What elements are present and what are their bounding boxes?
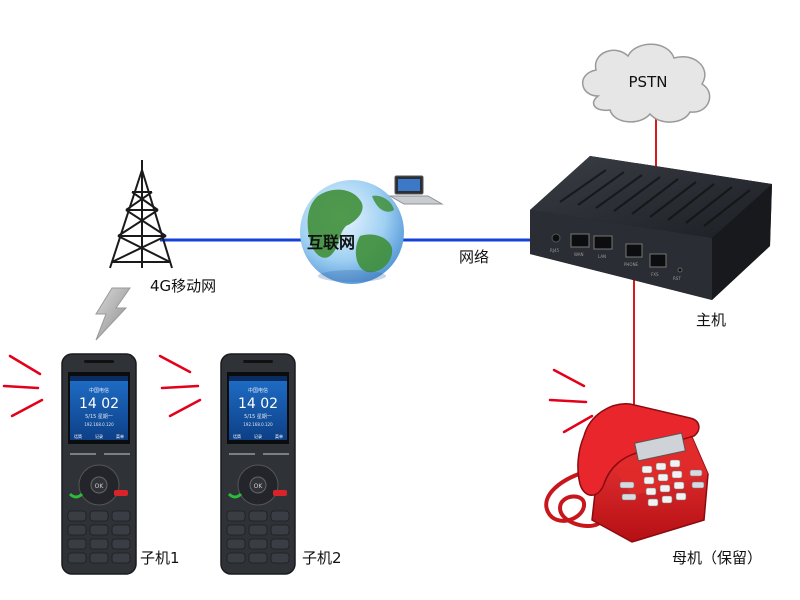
- ringing-lines-handset1-right: [158, 354, 202, 418]
- handset2-time: 14 02: [238, 396, 278, 412]
- handset1-softkey-left: 话筒: [74, 433, 82, 439]
- cell-tower-icon: [109, 160, 173, 269]
- handset2-date: 5/15 星期一: [244, 414, 272, 420]
- network-label: 网络: [459, 248, 489, 266]
- handset-1: [61, 353, 137, 575]
- port-label-wan: WAN: [574, 252, 583, 257]
- handset1-carrier: 中国电信: [89, 387, 109, 394]
- ringing-lines-handset1-left: [2, 354, 44, 418]
- handset-2: [220, 353, 296, 575]
- host-gateway-device: [530, 156, 772, 300]
- handset1-softkey-mid: 记录: [95, 433, 103, 439]
- port-label-rj45: RJ45: [550, 248, 560, 253]
- handset1-ip: 192.168.0.120: [84, 422, 114, 427]
- handset2-softkey-right: 菜单: [275, 433, 283, 439]
- internet-globe-icon: [300, 180, 404, 284]
- handset2-carrier: 中国电信: [248, 387, 268, 394]
- wireless-bolt-icon: [95, 287, 131, 341]
- handset2-ok: OK: [254, 483, 264, 490]
- port-label-fxs: FXS: [651, 272, 659, 277]
- handset1-ok: OK: [95, 483, 105, 490]
- handset1-time: 14 02: [79, 396, 119, 412]
- internet-label: 互联网: [307, 233, 355, 252]
- pstn-cloud-icon: [582, 43, 711, 123]
- laptop-icon: [388, 175, 444, 205]
- handset2-label: 子机2: [302, 549, 342, 567]
- mobile-network-label: 4G移动网: [150, 277, 216, 295]
- handset2-softkey-mid: 记录: [254, 433, 262, 439]
- pstn-label: PSTN: [629, 73, 668, 91]
- port-label-phone: PHONE: [624, 262, 639, 267]
- base-phone-label: 母机（保留）: [672, 549, 762, 567]
- ringing-lines-base-phone: [548, 368, 594, 434]
- port-label-lan: LAN: [598, 254, 606, 259]
- port-label-rst: RST: [673, 276, 681, 281]
- base-desk-phone: [544, 403, 709, 543]
- host-label: 主机: [696, 311, 726, 329]
- handset1-date: 5/15 星期一: [85, 414, 113, 420]
- handset1-softkey-right: 菜单: [116, 433, 124, 439]
- handset2-ip: 192.168.0.120: [243, 422, 273, 427]
- handset2-softkey-left: 话筒: [233, 433, 241, 439]
- handset1-label: 子机1: [140, 549, 180, 567]
